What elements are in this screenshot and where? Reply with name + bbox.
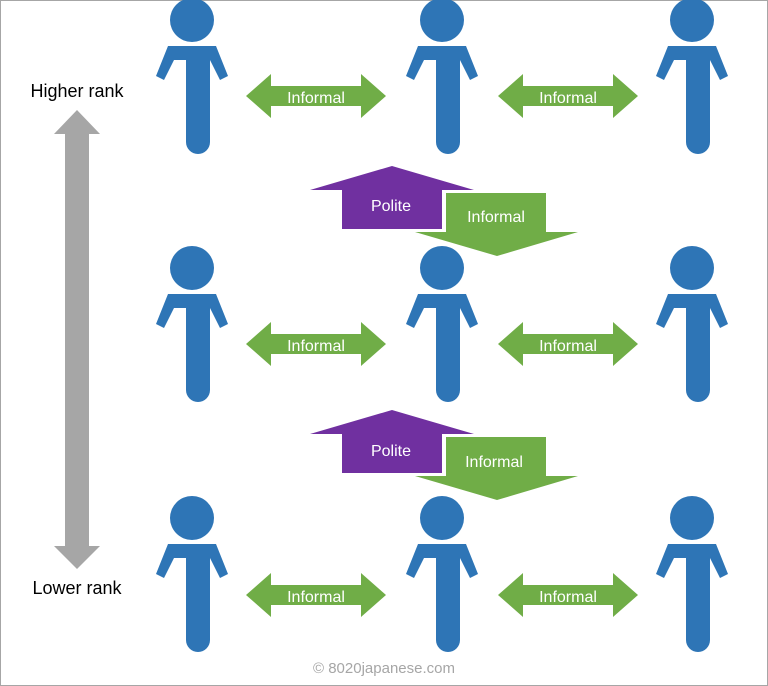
bottom-row	[156, 496, 728, 652]
informal-label: Informal	[539, 589, 597, 606]
person-icon	[656, 246, 728, 402]
copyright-text: © 8020japanese.com	[313, 660, 455, 677]
polite-label: Polite	[371, 443, 411, 460]
top-row	[156, 0, 728, 154]
polite-up-arrow	[310, 166, 474, 229]
informal-label: Informal	[287, 90, 345, 107]
person-icon	[156, 246, 228, 402]
middle-row	[156, 246, 728, 402]
higher-rank-label: Higher rank	[30, 81, 124, 101]
lower-rank-label: Lower rank	[32, 578, 122, 598]
informal-down-arrow	[415, 437, 578, 500]
person-icon	[406, 246, 478, 402]
informal-label: Informal	[539, 338, 597, 355]
person-icon	[406, 496, 478, 652]
rank-arrow	[54, 110, 100, 569]
person-icon	[156, 0, 228, 154]
polite-up-arrow	[310, 410, 474, 473]
informal-label: Informal	[465, 454, 523, 471]
person-icon	[156, 496, 228, 652]
informal-label: Informal	[467, 209, 525, 226]
informal-label: Informal	[539, 90, 597, 107]
person-icon	[656, 0, 728, 154]
person-icon	[656, 496, 728, 652]
polite-label: Polite	[371, 198, 411, 215]
informal-label: Informal	[287, 338, 345, 355]
person-icon	[406, 0, 478, 154]
informal-down-arrow	[415, 193, 578, 256]
informal-label: Informal	[287, 589, 345, 606]
